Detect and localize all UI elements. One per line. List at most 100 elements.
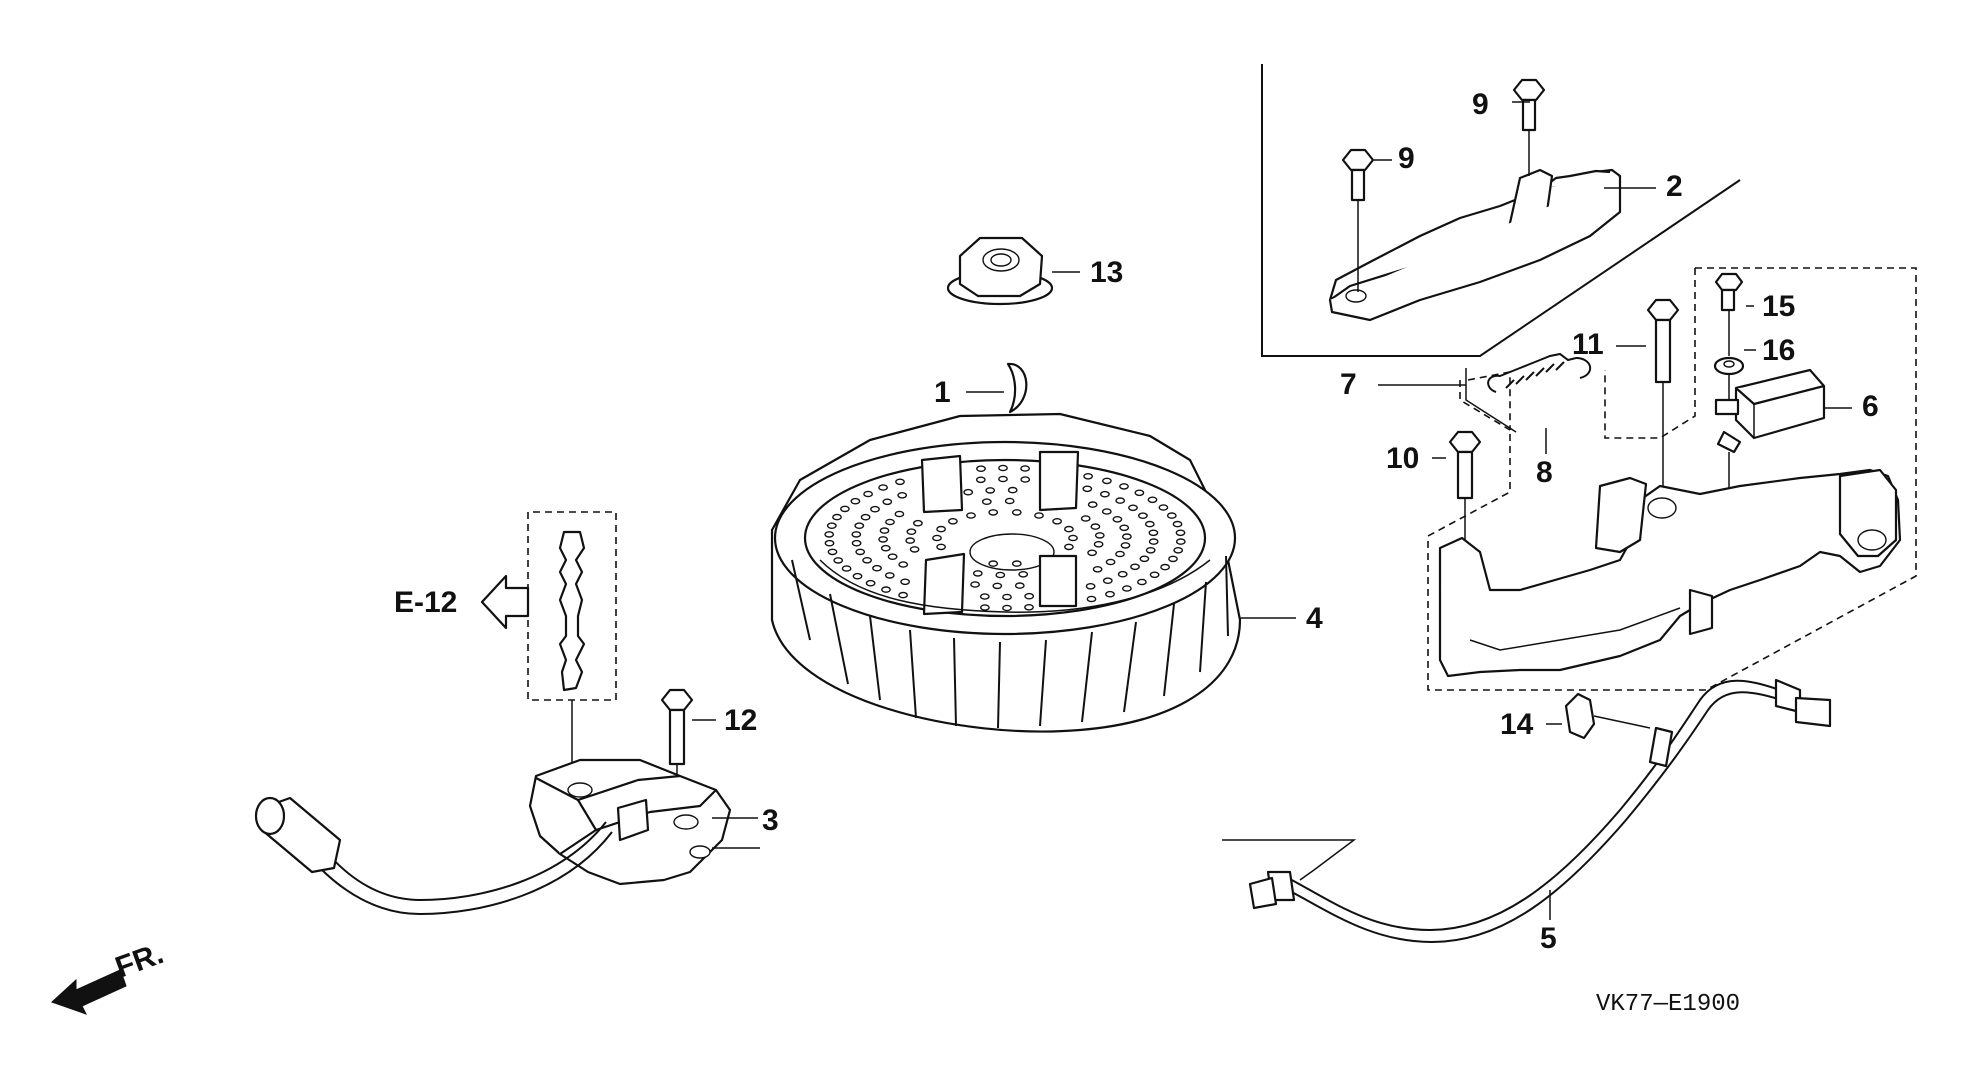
vent-hole xyxy=(1105,558,1116,566)
vent-hole xyxy=(905,537,916,544)
vent-hole xyxy=(1100,490,1110,498)
vent-hole xyxy=(878,536,888,543)
vent-hole xyxy=(1115,550,1125,558)
vent-hole xyxy=(882,498,893,506)
vent-hole xyxy=(1119,524,1130,532)
vent-hole xyxy=(966,512,976,519)
vent-hole xyxy=(884,572,895,579)
vent-hole xyxy=(1139,555,1150,563)
bolt-9b xyxy=(1512,78,1546,176)
flywheel-vent-holes xyxy=(824,464,1186,612)
callout-9-upper: 9 xyxy=(1472,88,1489,121)
vent-hole xyxy=(1052,518,1063,525)
vent-hole xyxy=(833,557,844,564)
vent-hole xyxy=(900,578,910,586)
vent-hole xyxy=(1094,532,1105,539)
vent-hole xyxy=(832,513,842,521)
vent-hole xyxy=(1148,538,1159,545)
vent-hole xyxy=(1144,520,1155,528)
vent-hole xyxy=(988,560,999,567)
vent-hole xyxy=(1083,472,1094,480)
vent-hole xyxy=(897,491,908,499)
callout-5: 5 xyxy=(1540,922,1557,955)
washer-16 xyxy=(1713,310,1745,376)
vent-hole xyxy=(852,572,863,580)
vent-hole xyxy=(1175,529,1186,537)
vent-hole xyxy=(863,490,873,498)
vent-hole xyxy=(1112,516,1123,523)
vent-hole xyxy=(881,586,891,593)
vent-hole xyxy=(1007,486,1018,494)
vent-hole xyxy=(1087,549,1098,557)
spring-part xyxy=(1487,352,1591,393)
bolt-12 xyxy=(660,688,694,808)
vent-hole xyxy=(1085,583,1096,590)
vent-hole xyxy=(854,522,865,530)
vent-hole xyxy=(1002,604,1012,612)
vent-hole xyxy=(1034,512,1044,519)
vent-hole xyxy=(1145,547,1156,554)
vent-hole xyxy=(936,543,946,551)
callout-6: 6 xyxy=(1862,390,1879,423)
vent-hole xyxy=(1086,595,1097,603)
vent-hole xyxy=(932,534,942,542)
vent-hole xyxy=(841,565,852,572)
front-direction-arrow xyxy=(51,969,127,1015)
vent-hole xyxy=(992,582,1003,590)
vent-hole xyxy=(1134,489,1145,497)
vent-hole xyxy=(851,539,862,547)
vent-hole xyxy=(1122,533,1132,540)
vent-hole xyxy=(1087,501,1098,508)
vent-hole xyxy=(948,518,958,525)
vent-hole xyxy=(963,488,974,496)
vent-hole xyxy=(1090,523,1101,530)
vent-hole xyxy=(988,509,999,516)
vent-hole xyxy=(1138,512,1148,520)
vent-hole xyxy=(995,571,1006,579)
leader-lines xyxy=(692,101,1852,920)
callout-4: 4 xyxy=(1306,602,1323,635)
vent-hole xyxy=(1020,476,1031,483)
spring-group-bracket xyxy=(1378,368,1517,433)
vent-hole xyxy=(887,553,898,561)
vent-hole xyxy=(1130,563,1140,571)
vent-hole xyxy=(980,604,990,611)
spark-plug-lead xyxy=(254,796,613,916)
vent-hole xyxy=(1117,570,1128,578)
vent-hole xyxy=(1119,483,1129,490)
vent-hole xyxy=(827,548,838,556)
vent-hole xyxy=(1102,577,1113,585)
vent-hole xyxy=(906,528,917,536)
vent-hole xyxy=(1093,541,1104,548)
vent-hole xyxy=(885,518,895,526)
vent-hole xyxy=(872,564,882,572)
vent-hole xyxy=(1102,477,1112,485)
vent-hole xyxy=(1068,534,1078,542)
vent-hole xyxy=(1064,543,1074,551)
vent-hole xyxy=(936,525,946,533)
callout-labels: 1 2 3 4 5 6 7 8 9 9 10 11 12 13 14 15 16… xyxy=(111,88,1879,1018)
vent-hole xyxy=(860,513,871,521)
woodruff-key-1 xyxy=(966,362,1028,414)
vent-hole xyxy=(998,464,1008,472)
vent-hole xyxy=(975,476,986,484)
vent-hole xyxy=(865,579,876,587)
vent-hole xyxy=(1024,604,1034,611)
vent-hole xyxy=(1018,571,1029,578)
vent-hole xyxy=(985,487,996,494)
front-indicator-label: FR. xyxy=(111,937,168,985)
callout-11: 11 xyxy=(1572,328,1604,361)
vent-hole xyxy=(850,497,861,505)
callout-15: 15 xyxy=(1762,290,1795,323)
vent-hole xyxy=(998,475,1008,483)
vent-hole xyxy=(1173,547,1184,554)
diagram-reference-code: VK77—E1900 xyxy=(1596,991,1740,1018)
screw-15 xyxy=(1714,272,1744,312)
callout-13: 13 xyxy=(1090,256,1123,289)
vent-hole xyxy=(1120,542,1131,549)
vent-hole xyxy=(1011,560,1022,567)
bolt-10 xyxy=(1448,430,1482,540)
vent-hole xyxy=(851,531,862,538)
callout-16: 16 xyxy=(1762,334,1795,367)
